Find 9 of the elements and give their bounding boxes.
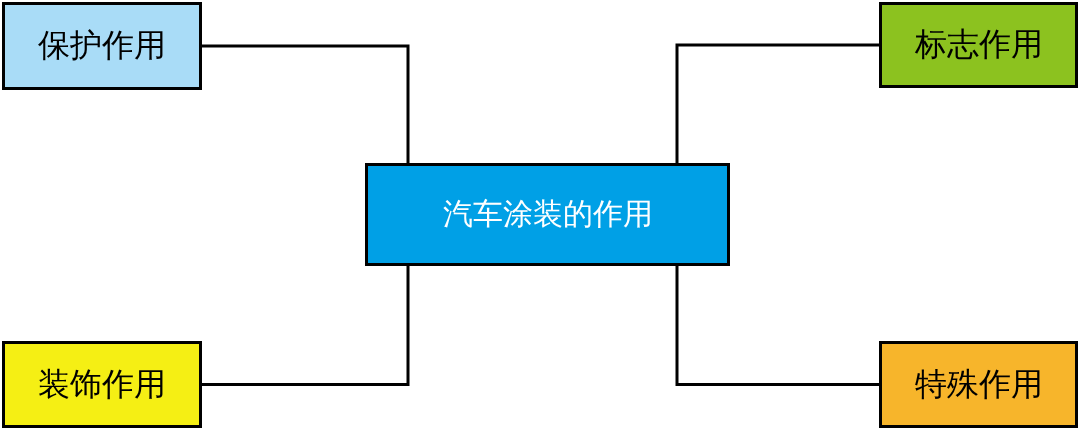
category-box: 装饰作用: [2, 341, 202, 428]
connector-line: [675, 43, 879, 163]
central-box: 汽车涂装的作用: [365, 163, 730, 266]
category-box: 特殊作用: [879, 341, 1078, 428]
connector-line: [202, 44, 410, 163]
connector-line: [675, 266, 879, 386]
connector-line: [202, 266, 410, 386]
category-box: 标志作用: [879, 2, 1078, 88]
category-box: 保护作用: [2, 2, 202, 90]
